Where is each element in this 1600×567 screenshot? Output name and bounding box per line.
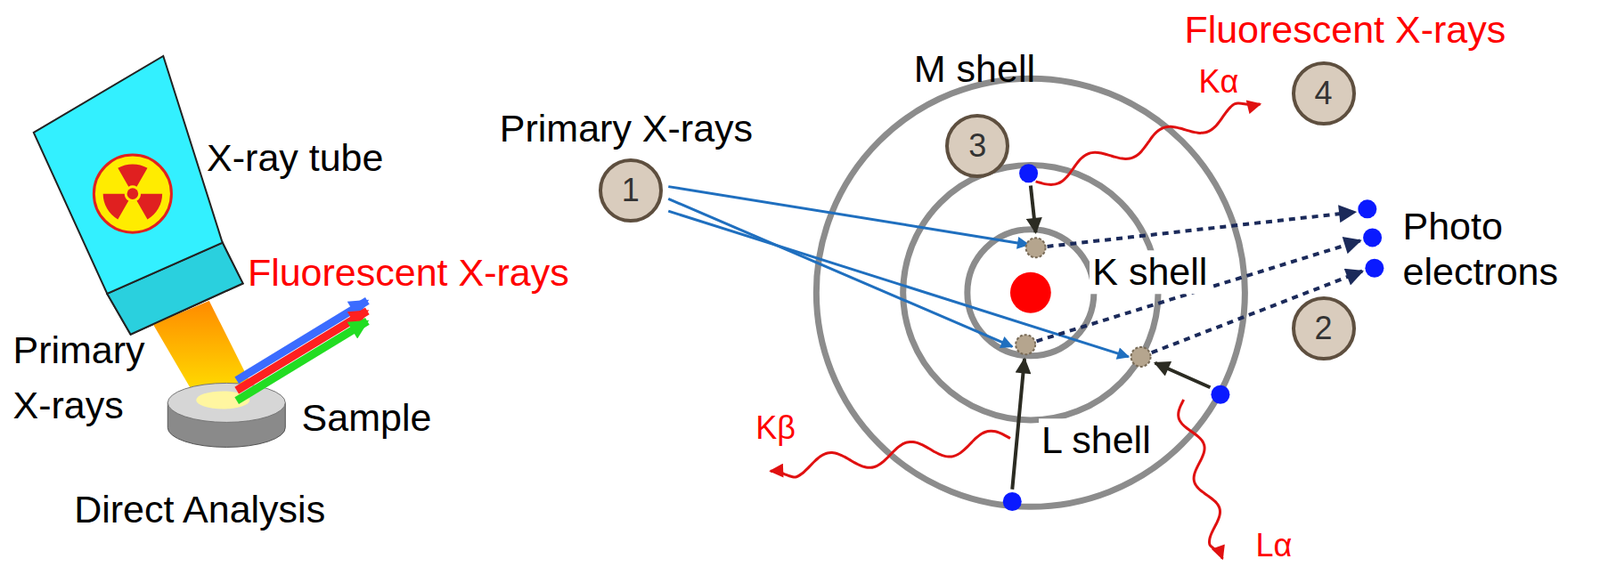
callout-text: 1 [597, 157, 664, 224]
x-ray-wave [1178, 400, 1224, 560]
fluorescent-ray [236, 310, 368, 391]
part-label: X-ray tube [204, 136, 386, 180]
fluorescent-ray [236, 321, 368, 401]
trefoil-blade [103, 194, 130, 221]
nucleus [1010, 272, 1052, 314]
part-label: Primary X-rays [9, 321, 172, 433]
callout-number: 4 [1290, 60, 1357, 127]
primary-ray [668, 198, 1013, 347]
photoelectron-path [1036, 212, 1356, 248]
electron [1019, 163, 1038, 183]
trefoil-center [127, 187, 139, 200]
sample-top [167, 383, 286, 423]
line-label: Lα [1253, 527, 1296, 564]
electron-vacancy [1015, 334, 1036, 355]
electron-transition [1012, 359, 1025, 490]
part-label: Sample [299, 396, 435, 441]
callout-text: 3 [944, 113, 1011, 180]
callout-number: 2 [1290, 295, 1357, 362]
x-ray-wave [770, 431, 1011, 478]
electron-vacancy [1131, 347, 1152, 368]
callout-text: 4 [1290, 60, 1357, 127]
part-label: Primary X-rays [497, 107, 756, 152]
trefoil-blade [117, 163, 147, 187]
radiation-symbol [93, 155, 172, 233]
electron-transition [1030, 185, 1037, 233]
part-label: Fluorescent X-rays [1181, 8, 1509, 53]
electron [1364, 259, 1384, 278]
callout-text: 2 [1290, 295, 1357, 362]
electron [1357, 199, 1377, 219]
electron [1363, 228, 1382, 247]
electron [1210, 385, 1230, 405]
fluorescent-ray [236, 301, 368, 381]
electron [1003, 492, 1022, 512]
electron-transition [1155, 363, 1211, 388]
part-label: Photo electrons [1400, 204, 1584, 296]
tube-front-face [33, 56, 223, 294]
callout-number: 1 [597, 157, 664, 224]
line-label: Kα [1195, 63, 1241, 100]
electron-shell [816, 78, 1245, 507]
symbol-disc [93, 155, 172, 233]
part-label: L shell [1038, 418, 1154, 463]
part-label: M shell [911, 47, 1038, 91]
primary-ray [668, 187, 1029, 245]
line-label: Kβ [752, 409, 799, 447]
x-ray-wave [1036, 103, 1261, 185]
electron-vacancy [1026, 237, 1046, 258]
part-label: Fluorescent X-rays [244, 251, 572, 295]
part-label: K shell [1089, 250, 1210, 294]
callout-number: 3 [944, 113, 1011, 180]
trefoil-blade [136, 194, 163, 221]
part-label: Direct Analysis [71, 488, 328, 532]
